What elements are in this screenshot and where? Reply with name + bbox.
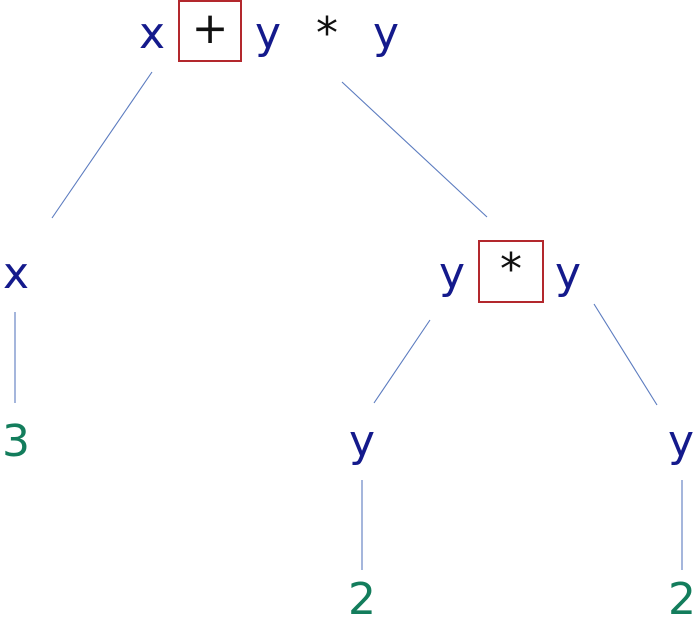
root-token-y-2: y (372, 8, 400, 59)
edge-right-to-right-left (373, 319, 431, 404)
root-token-multiply: * (316, 8, 338, 59)
right-operator-highlight: * (478, 240, 544, 303)
root-token-y-1: y (254, 8, 282, 59)
root-token-x: x (138, 8, 166, 59)
left-node-x: x (2, 248, 30, 299)
edge-right-to-right-right (593, 303, 658, 406)
root-operator-plus: + (191, 3, 229, 54)
right-right-node-y: y (667, 416, 695, 467)
right-right-leaf-value: 2 (668, 574, 696, 621)
edge-root-to-left (51, 71, 153, 219)
root-operator-highlight: + (178, 0, 242, 62)
left-leaf-value: 3 (2, 416, 30, 467)
edge-root-to-right (341, 81, 488, 218)
right-operator-multiply: * (500, 243, 522, 295)
right-node-token-y-1: y (438, 248, 466, 299)
right-left-node-y: y (348, 416, 376, 467)
right-node-token-y-2: y (554, 248, 582, 299)
right-left-leaf-value: 2 (348, 574, 376, 621)
